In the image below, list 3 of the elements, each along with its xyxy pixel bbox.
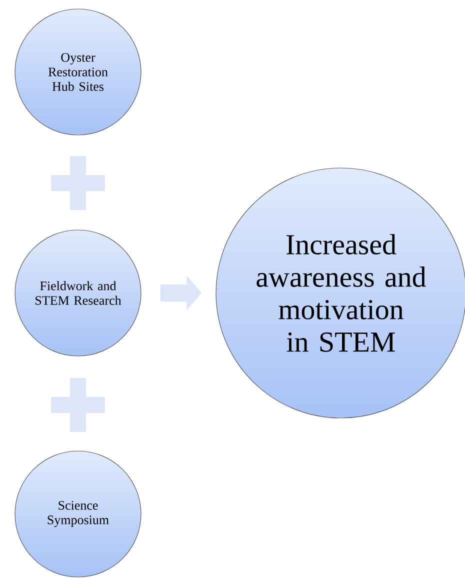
circle-node: Oyster Restoration Hub Sites	[14, 8, 142, 136]
circle-node: Fieldwork and STEM Research	[14, 230, 142, 356]
circle-node: Science Symposium	[14, 450, 142, 578]
